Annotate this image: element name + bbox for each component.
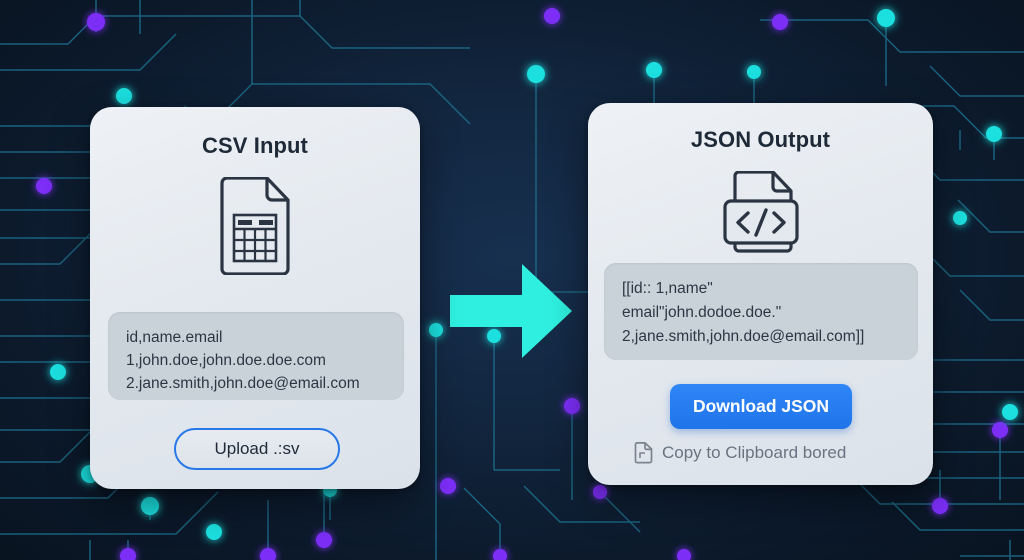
copy-document-icon xyxy=(634,442,653,464)
upload-button-label: Upload .:sv xyxy=(214,439,300,458)
download-button-label: Download JSON xyxy=(692,396,830,416)
csv-file-table-icon xyxy=(220,177,290,275)
json-output-card: JSON Output [[id:: 1,name" email"john.do… xyxy=(588,103,933,485)
json-line: email"john.dodoe.doe." xyxy=(622,304,782,321)
json-card-title: JSON Output xyxy=(690,127,831,152)
arrow-right-icon xyxy=(450,264,572,358)
csv-input-card: CSV Input id,name.email 1,john.doe,john.… xyxy=(90,107,420,489)
csv-line: 1,john.doe,john.doe.doe.com xyxy=(126,352,326,369)
upload-csv-button[interactable]: Upload .:sv xyxy=(174,428,340,470)
json-text-panel: [[id:: 1,name" email"john.dodoe.doe." 2,… xyxy=(604,263,918,360)
json-code-file-icon xyxy=(722,171,799,253)
copy-to-clipboard-label: Copy to Clipboard bored xyxy=(662,443,847,462)
json-icon-wrap xyxy=(588,171,933,263)
json-line: [[id:: 1,name" xyxy=(622,280,713,297)
json-line: 2,jane.smith,john.doe@email.com]] xyxy=(622,328,865,345)
copy-to-clipboard-button[interactable]: Copy to Clipboard bored xyxy=(634,440,894,466)
csv-line: id,name.email xyxy=(126,329,223,346)
csv-icon-wrap xyxy=(90,177,420,275)
csv-line: 2.jane.smith,john.doe@email.com xyxy=(126,375,360,392)
download-json-button[interactable]: Download JSON xyxy=(670,384,852,429)
csv-card-title: CSV Input xyxy=(201,133,308,158)
csv-text-panel: id,name.email 1,john.doe,john.doe.doe.co… xyxy=(108,312,404,400)
